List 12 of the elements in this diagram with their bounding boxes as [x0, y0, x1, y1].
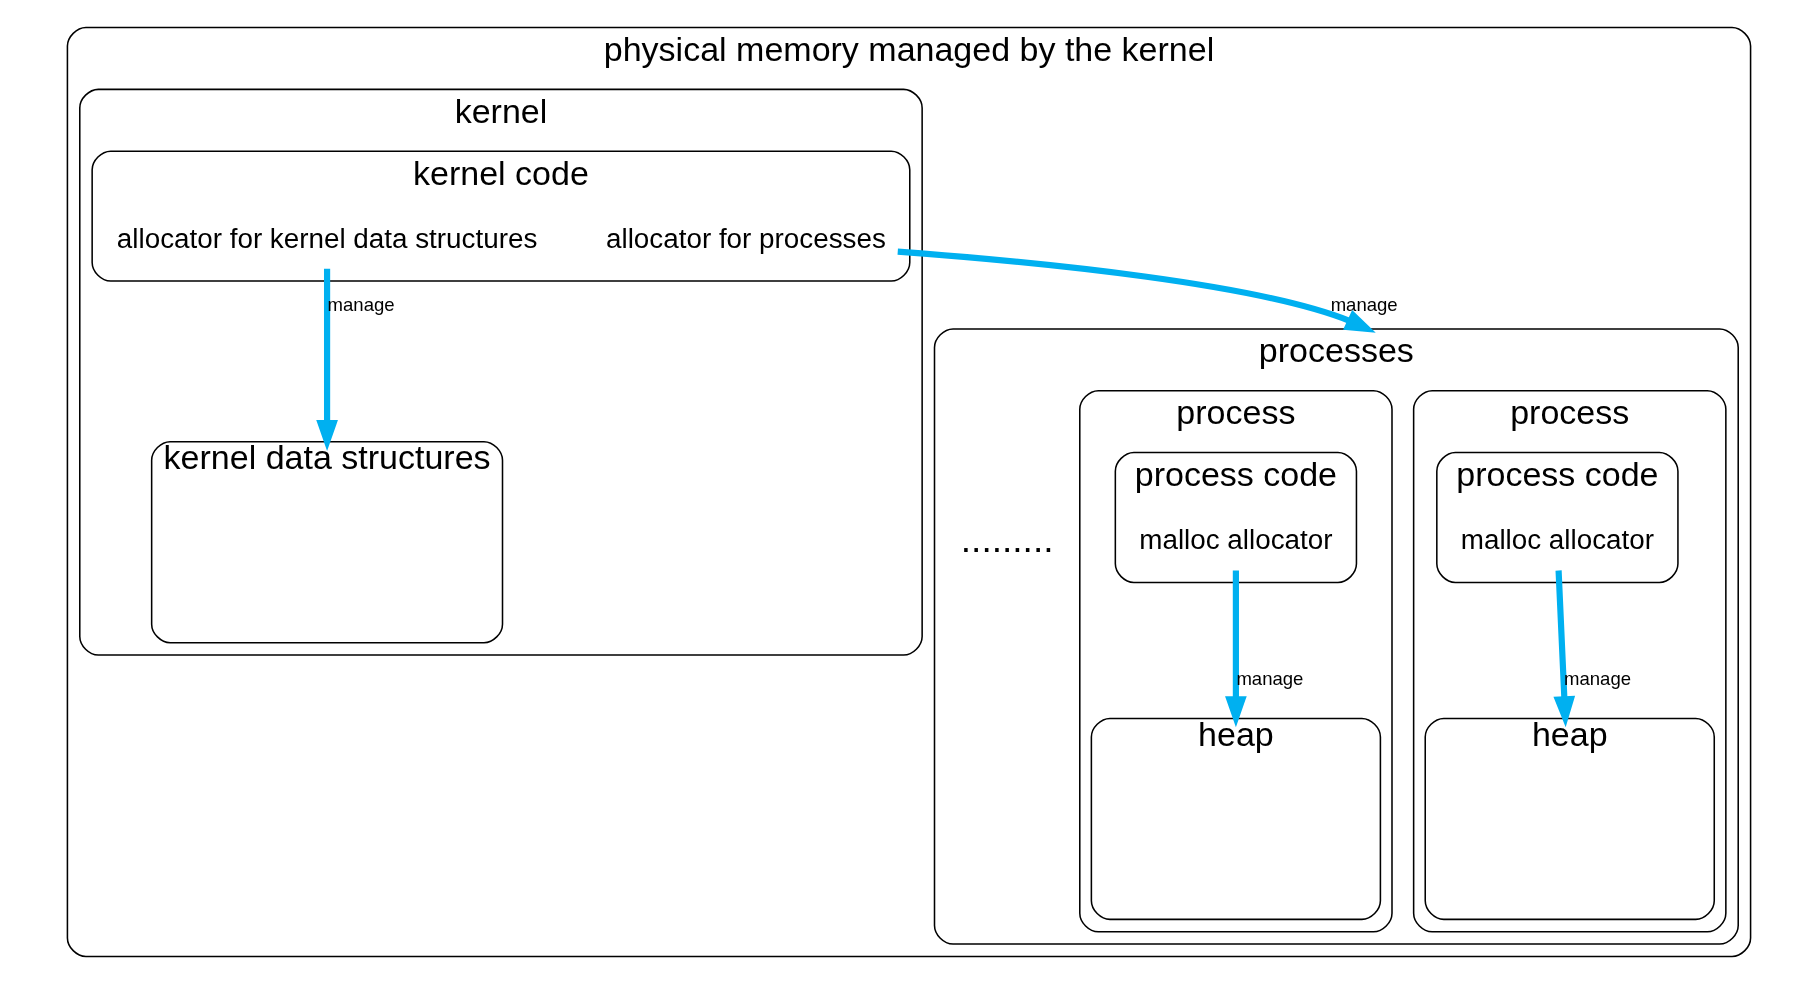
arrow	[1552, 569, 1575, 727]
label: .........	[960, 517, 1054, 560]
arrow	[315, 268, 338, 451]
arrow	[897, 248, 1376, 333]
node-text: malloc allocator	[1460, 523, 1654, 555]
node-text: allocator for kernel data structures	[116, 222, 537, 254]
node-box: heap	[1090, 717, 1381, 920]
node-box: kernel data structures	[150, 440, 503, 643]
node-text: malloc allocator	[1138, 523, 1333, 555]
node-box: heap	[1423, 717, 1715, 920]
edge-label: manage	[1330, 293, 1398, 315]
node-text: allocator for processes	[605, 222, 886, 254]
